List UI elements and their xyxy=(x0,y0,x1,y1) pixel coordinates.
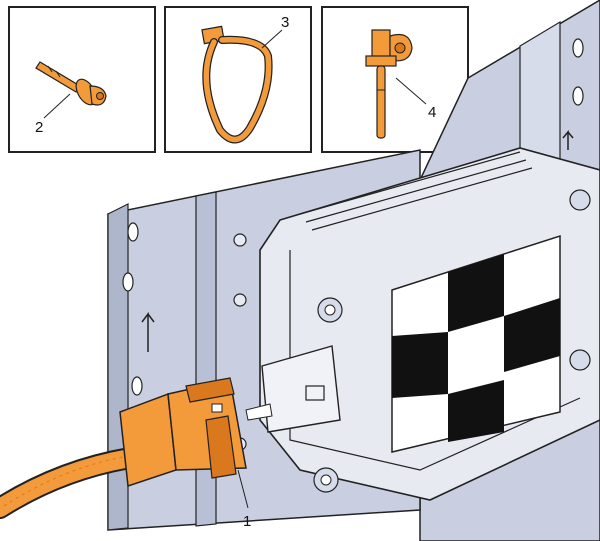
control-module xyxy=(259,147,600,501)
callout-2: 2 xyxy=(35,119,43,136)
callout-3: 3 xyxy=(281,14,289,31)
arrow-up-icon xyxy=(141,311,155,352)
cable-tie xyxy=(201,25,273,144)
inset-panel-cable-tie: 3 xyxy=(164,6,312,153)
push-pin-clip xyxy=(35,61,107,106)
callout-1: 1 xyxy=(243,513,251,530)
tie-mount-clip xyxy=(365,29,413,139)
checker-target-icon xyxy=(391,234,561,453)
inset-panel-push-pin: 2 xyxy=(8,6,156,153)
arrow-up-icon xyxy=(562,129,574,150)
harness-connector xyxy=(0,377,273,519)
callout-4: 4 xyxy=(428,104,436,121)
inset-panel-tie-mount: 4 xyxy=(321,6,469,153)
